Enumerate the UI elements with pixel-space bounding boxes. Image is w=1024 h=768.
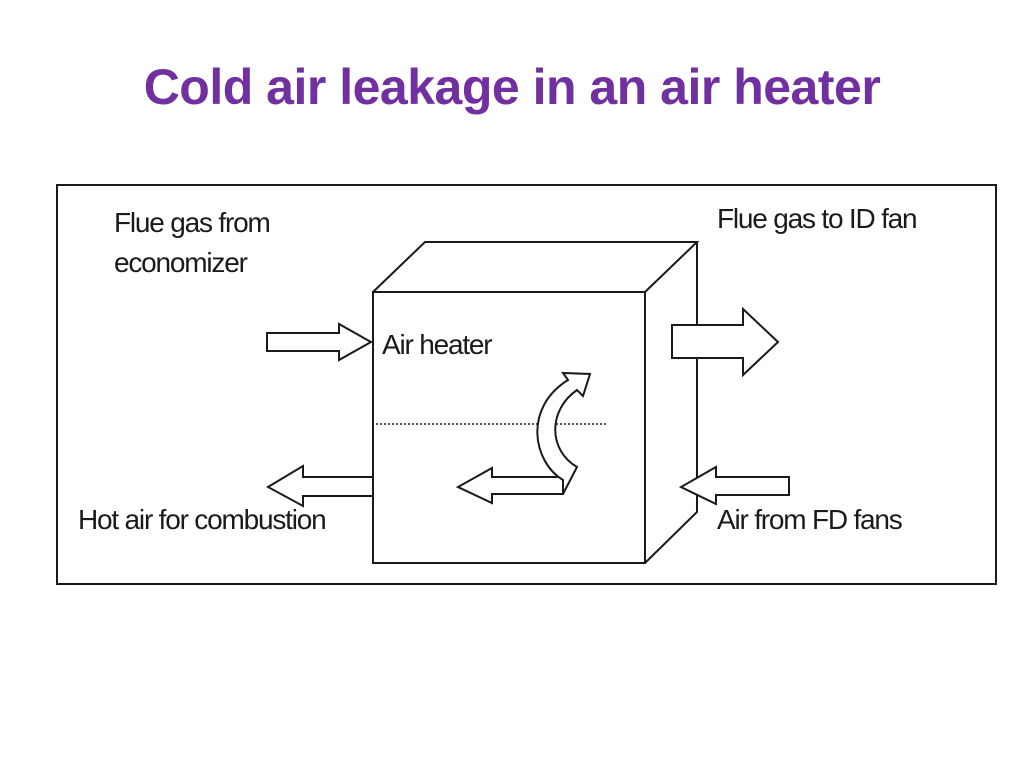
flue-gas-in-label-line1: Flue gas from — [114, 207, 270, 238]
air-heater-top-face — [372, 241, 700, 293]
hot-air-outlet-arrow — [265, 464, 374, 508]
flue-gas-in-label-line2: economizer — [114, 247, 248, 278]
diagram-frame — [56, 184, 997, 585]
flue-gas-inlet-arrow — [266, 322, 374, 362]
curved-leakage-arrow — [536, 371, 592, 495]
air-heater-right-face — [644, 242, 698, 564]
fd-air-inlet-arrow — [678, 465, 790, 506]
air-heater-label: Air heater — [382, 329, 492, 360]
slide-title: Cold air leakage in an air heater — [143, 59, 881, 115]
flue-gas-outlet-arrow — [671, 306, 780, 378]
air-in-label: Air from FD fans — [717, 504, 902, 535]
leakage-arrow — [455, 466, 564, 505]
air-heater-front-face — [372, 291, 646, 564]
flue-gas-out-label: Flue gas to ID fan — [717, 203, 916, 234]
hot-air-out-label: Hot air for combustion — [78, 504, 326, 535]
